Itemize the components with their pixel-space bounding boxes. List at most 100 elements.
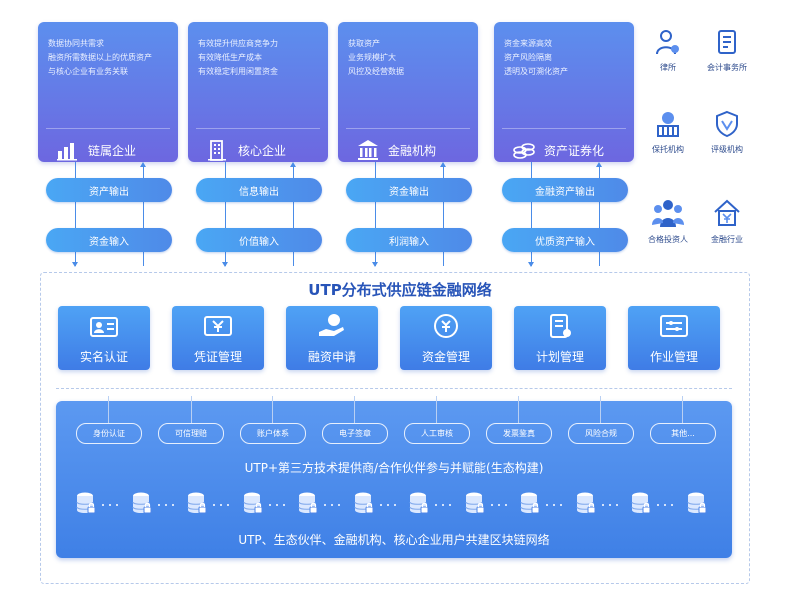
card-bullet: 资产风险隔离 [504,53,552,62]
feature-fund-management: 资金管理 [400,306,492,370]
investors-icon [652,200,684,227]
node-link-dot [657,504,659,506]
database-lock-icon [354,492,374,514]
node-link-dot [158,504,160,506]
node-link-dot [102,504,104,506]
card-asset-securitization: 资金来源高效 资产风险隔离 透明及可溯化资产 资产证券化 [494,22,634,162]
card-chain-enterprise: 数据协同共需求 融资所需数据以上的优质资产 与核心企业有业务关联 链属企业 [38,22,178,162]
flow-line [531,162,532,266]
network-container [40,272,750,584]
feature-financing-application: 融资申请 [286,306,378,370]
role-qualified-investors: 合格投资人 [638,198,698,245]
database-lock-icon [409,492,429,514]
card-divider [346,128,470,129]
flow-line [599,166,600,266]
blockchain-network-text: UTP、生态伙伴、金融机构、核心企业用户共建区块链网络 [238,533,550,547]
node-link-dot [449,504,451,506]
node-link-dot [435,504,437,506]
bank-icon [358,140,378,160]
node-link-dot [324,504,326,506]
section-divider [56,388,732,389]
feature-plan-management: 计划管理 [514,306,606,370]
node-link-dot [331,504,333,506]
node-link-dot [387,504,389,506]
card-divider [502,128,626,129]
chip-connector [191,396,192,423]
flow-in-pill: 价值输入 [196,228,322,252]
feature-label: 实名认证 [79,350,128,364]
finance-house-icon [714,199,740,226]
node-link-dot [560,504,562,506]
service-chip: 电子签章 [322,423,388,444]
flow-arrow [372,262,378,267]
card-bullet: 数据协同共需求 [48,39,104,48]
role-label: 律所 [660,63,676,72]
node-link-dot [338,504,340,506]
node-link-dot [283,504,285,506]
trust-institution-icon [657,112,679,137]
node-link-dot [616,504,618,506]
card-divider [196,128,320,129]
node-link-dot [491,504,493,506]
card-bullet: 与核心企业有业务关联 [48,67,128,76]
flow-line [375,162,376,266]
flow-arrow [72,262,78,267]
flow-arrow [528,262,534,267]
feature-label: 资金管理 [421,350,470,364]
lawyer-icon [656,30,679,55]
database-lock-icon [243,492,263,514]
service-chip: 账户体系 [240,423,306,444]
fund-cycle-icon [434,314,458,338]
role-finance-industry: 金融行业 [697,198,757,245]
database-lock-icon [576,492,596,514]
task-panel-icon [660,315,688,337]
node-link-dot [664,504,666,506]
role-label: 合格投资人 [648,235,688,244]
node-link-dot [609,504,611,506]
building-icon [208,140,226,161]
node-link-dot [213,504,215,506]
chip-connector [436,396,437,423]
card-bullet: 获取资产 [348,39,380,48]
hand-coin-icon [319,314,344,336]
card-bullet: 风控及经营数据 [348,67,404,76]
node-link-dot [442,504,444,506]
card-divider [46,128,170,129]
database-lock-icon [187,492,207,514]
card-financial-institution: 获取资产 业务规模扩大 风控及经营数据 金融机构 [338,22,478,162]
blockchain-panel [56,401,732,558]
chip-connector [600,396,601,423]
ledger-icon [718,30,736,54]
role-label: 金融行业 [711,235,743,244]
chip-connector [108,396,109,423]
card-bullet: 有效提升供应商竞争力 [198,39,278,48]
card-title: 链属企业 [88,143,137,158]
feature-label: 凭证管理 [193,350,242,364]
flow-line [293,166,294,266]
chip-connector [682,396,683,423]
service-chip: 风险合规 [568,423,634,444]
database-lock-icon [687,492,707,514]
flow-arrow [596,162,602,167]
role-accounting-firm: 会计事务所 [697,28,757,73]
bar-chart-icon [57,143,77,161]
flow-out-pill: 资产输出 [46,178,172,202]
node-link-dot [671,504,673,506]
node-link-dot [498,504,500,506]
role-label: 评级机构 [711,145,743,154]
node-link-dot [109,504,111,506]
plan-doc-icon [550,314,571,338]
node-link-dot [553,504,555,506]
flow-in-pill: 利润输入 [346,228,472,252]
service-chip: 可信理赔 [158,423,224,444]
flow-out-pill: 资金输出 [346,178,472,202]
service-chip: 发票鉴真 [486,423,552,444]
node-link-dot [172,504,174,506]
feature-label: 作业管理 [649,350,698,364]
flow-line [225,162,226,266]
role-rating-agency: 评级机构 [697,110,757,155]
service-chip: 其他... [650,423,716,444]
flow-in-pill: 资金输入 [46,228,172,252]
id-card-icon [90,317,118,337]
service-chip: 身份认证 [76,423,142,444]
